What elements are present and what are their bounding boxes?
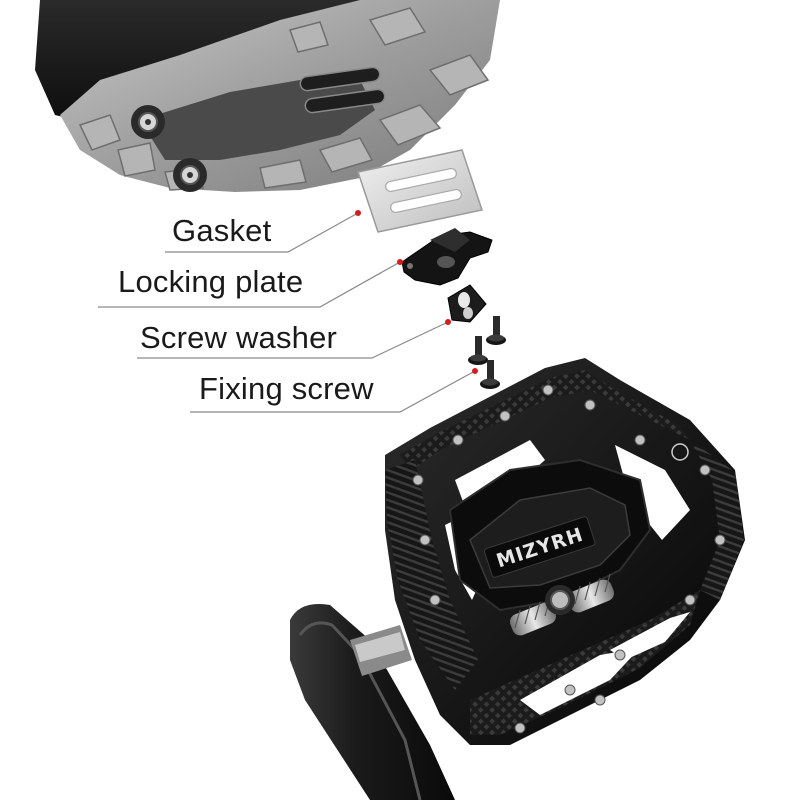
label-fixing-screw: Fixing screw [199, 373, 374, 404]
label-locking-plate: Locking plate [118, 266, 303, 297]
label-gasket: Gasket [172, 215, 271, 246]
marker-screw-washer [445, 319, 451, 325]
screw-washer-part [448, 285, 486, 322]
pedal-body: MIZYRH [385, 358, 745, 745]
marker-gasket [355, 210, 361, 216]
marker-fixing-screw [472, 368, 478, 374]
locking-plate-part [402, 228, 492, 285]
label-screw-washer: Screw washer [140, 322, 337, 353]
fixing-screw-part [468, 316, 506, 389]
marker-locking-plate [397, 259, 403, 265]
